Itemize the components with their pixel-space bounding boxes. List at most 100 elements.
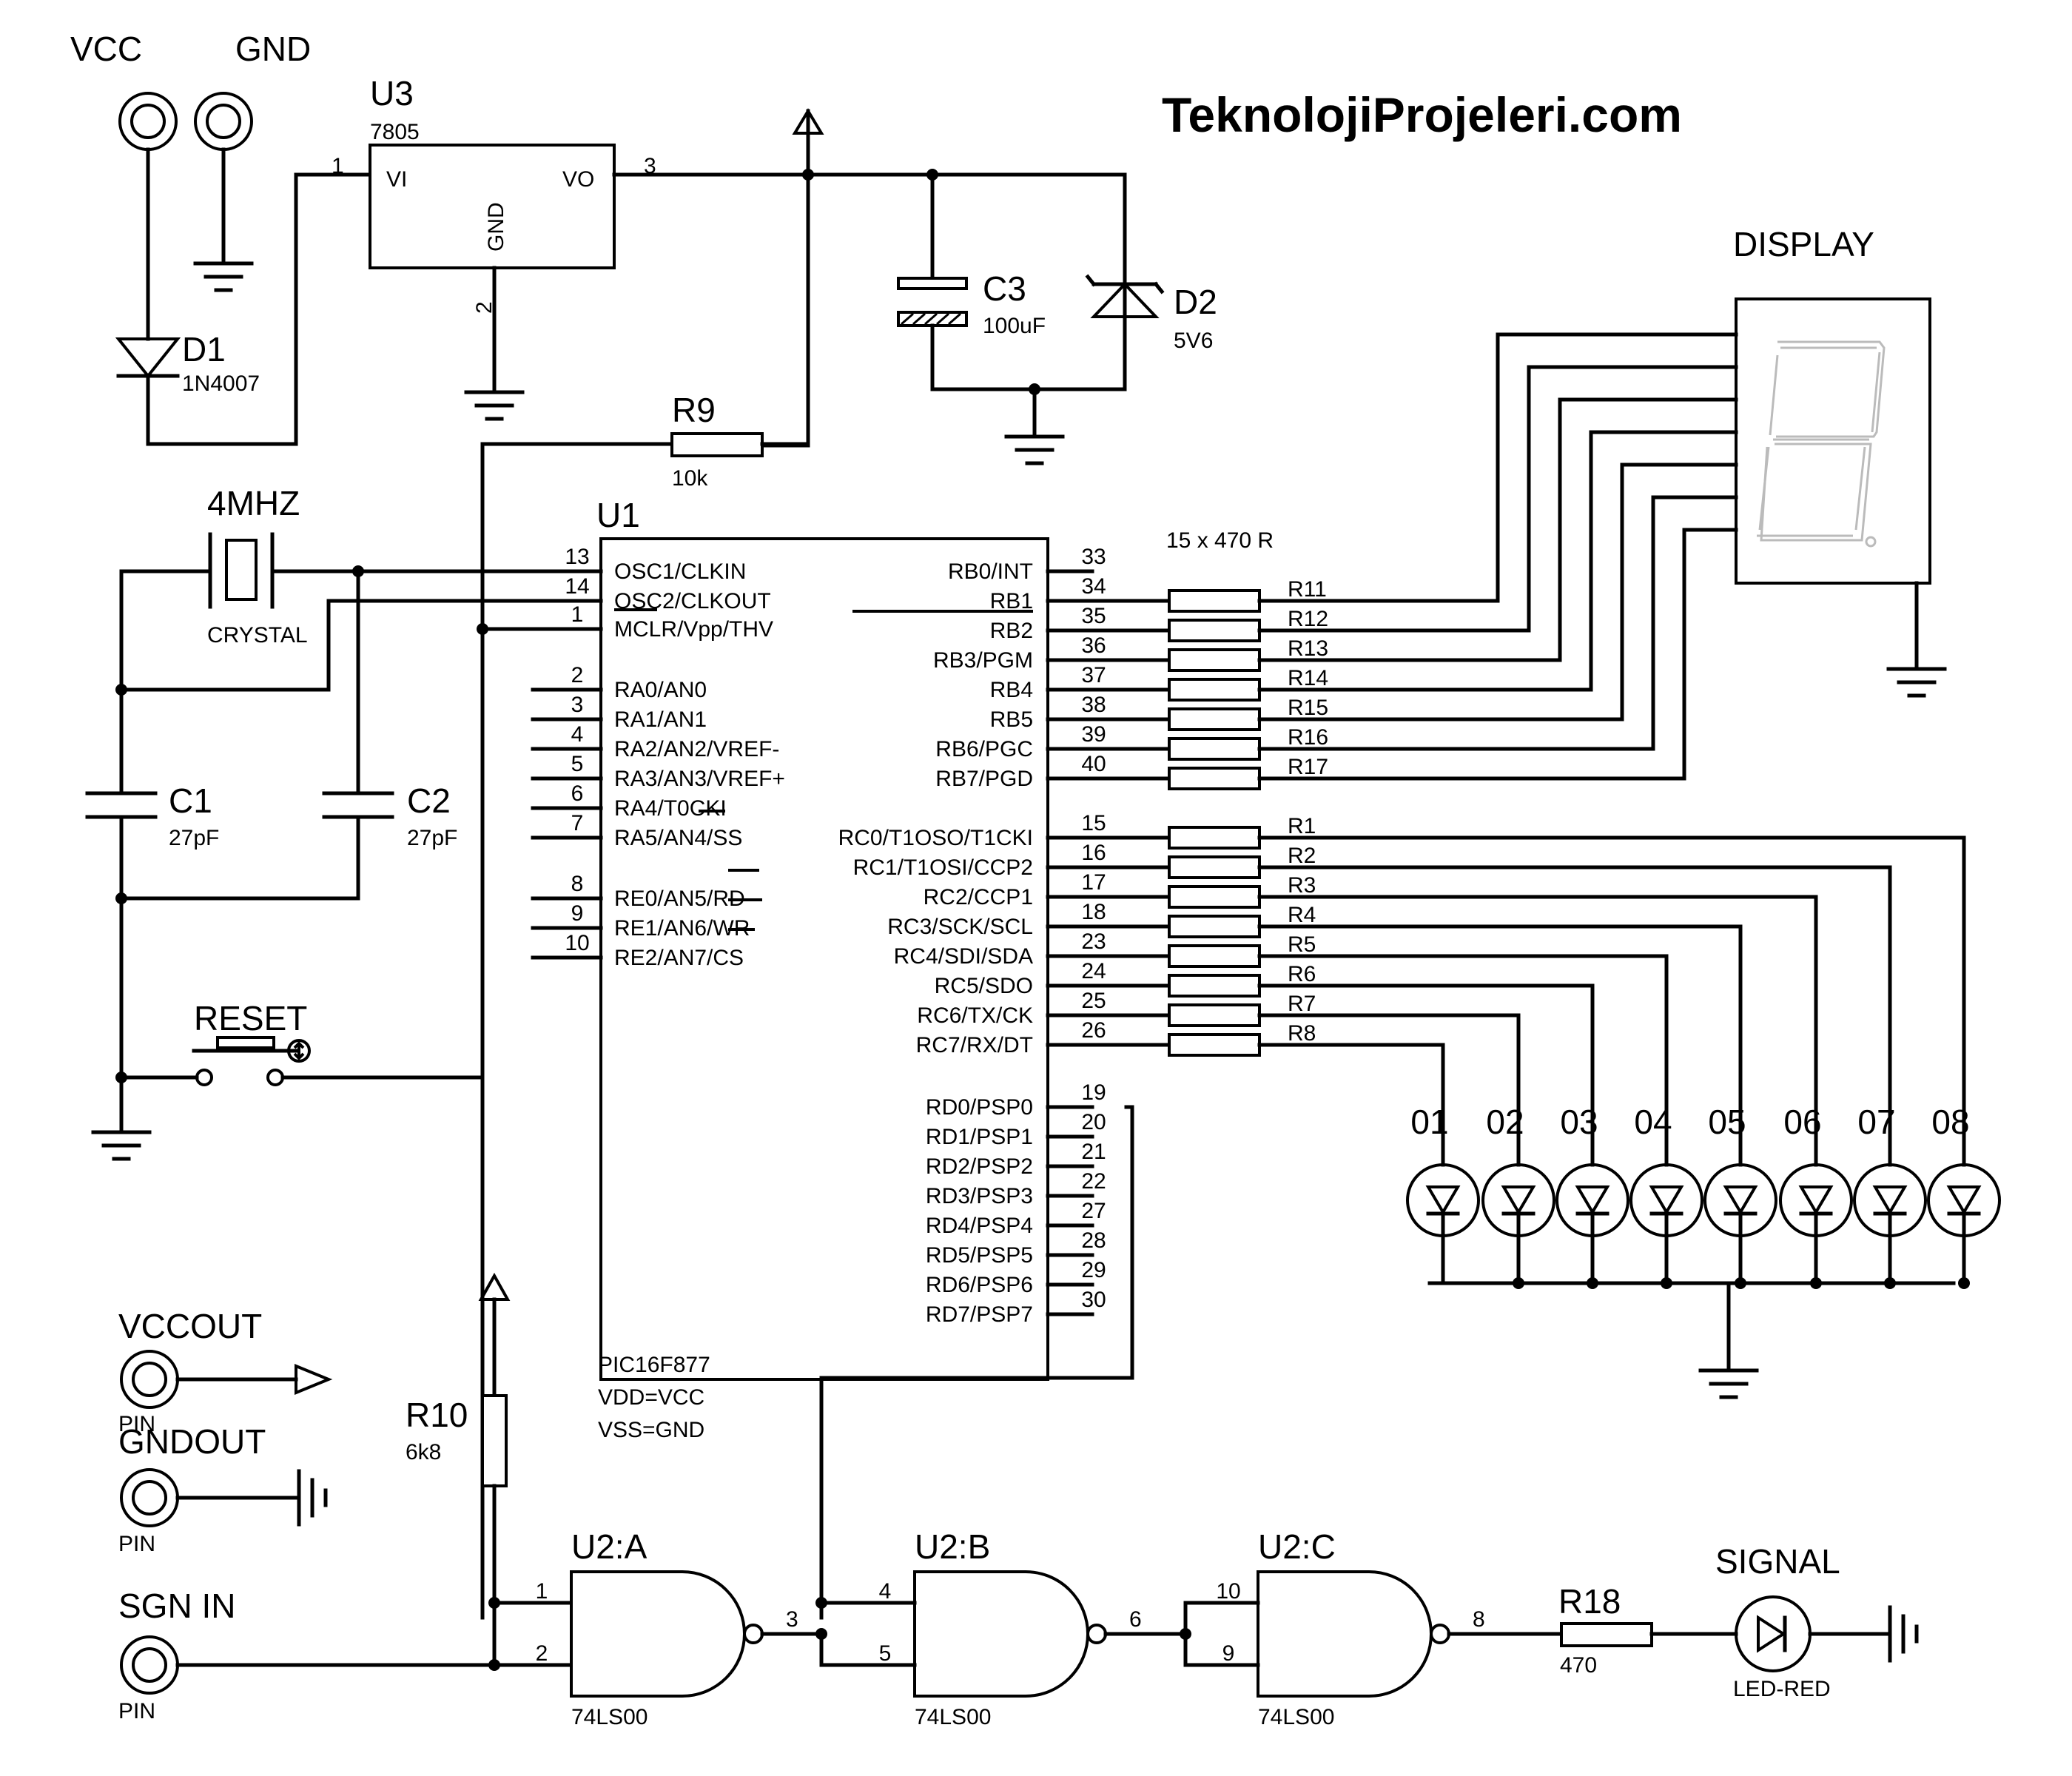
c3-ref: C3 [983,269,1026,308]
led-label: 07 [1857,1103,1895,1141]
resistor-body [1168,974,1261,998]
resistor-ref: R1 [1288,814,1316,838]
mcu-pin-name: RE1/AN6/WR [614,916,750,941]
mcu-pin-name: MCLR/Vpp/THV [614,617,773,642]
resistor-ref: R6 [1288,962,1316,986]
reset-label: RESET [194,999,307,1037]
mcu-pin-name: RC1/T1OSI/CCP2 [853,855,1033,880]
display-wires [1257,332,1738,781]
led-label: 04 [1634,1103,1672,1141]
ground-icon [464,390,525,421]
resistor-r18 [1560,1622,1738,1647]
resistor-body [1168,707,1261,731]
mcu-pin-number: 27 [1081,1199,1106,1223]
mcu-pin-number: 1 [571,602,584,627]
mcu-pin-name: RC5/SDO [935,974,1033,998]
signal-led [1735,1595,1891,1672]
resistor-body [1168,944,1261,968]
c2-value: 27pF [407,826,457,850]
resistor-body [1168,1033,1261,1057]
led-wire [1257,895,1818,1167]
resistor-ref: R14 [1288,666,1328,690]
r18-ref: R18 [1558,1582,1621,1621]
resistor-ref: R7 [1288,992,1316,1016]
led: 04 [1629,1103,1703,1289]
u3-ref: U3 [370,74,414,112]
led-wire [1257,924,1743,1167]
vccout-pin-label: PIN [118,1412,155,1436]
mcu-pin-number: 37 [1081,663,1106,687]
mcu-pin-number: 2 [571,663,584,687]
seven-segment-display [1735,297,1931,671]
gate-ref: U2:A [571,1527,648,1566]
mcu-pin-number: 14 [565,574,589,599]
led-wire [1257,1043,1445,1167]
mcu-pin-name: RB3/PGM [933,648,1033,673]
mcu-pin-name: RD1/PSP1 [926,1125,1033,1149]
mcu-pin-number: 33 [1081,545,1106,569]
mcu-pin-number: 19 [1081,1080,1106,1105]
mcu-pin-name: RC7/RX/DT [916,1033,1033,1057]
led: 02 [1481,1103,1555,1289]
mcu-pin-number: 22 [1081,1169,1106,1194]
mcu-pin-number: 34 [1081,574,1106,599]
resistor-body [1168,648,1261,672]
display-segment-wire [1257,430,1738,692]
u3-pin2: 2 [472,301,497,314]
c3-value: 100uF [983,314,1046,338]
d1-value: 1N4007 [182,371,260,396]
gate-pin-number: 1 [536,1579,548,1604]
gate-pin-number: 2 [536,1641,548,1666]
mcu-pin-number: 10 [565,931,589,955]
display-segment-wire [1257,397,1738,662]
display-label: DISPLAY [1733,225,1874,263]
gate-pin-number: 9 [1222,1641,1235,1666]
mcu-right-pins: 33RB0/INT34RB135RB236RB3/PGM37RB438RB539… [838,545,1106,1327]
resistor-ref: R13 [1288,636,1328,661]
mcu-pin-name: RA3/AN3/VREF+ [614,767,785,791]
mcu-pin-name: RA1/AN1 [614,707,707,732]
gndout-pin-label: PIN [118,1532,155,1556]
c1-ref: C1 [169,781,212,820]
mcu-pin-name: RE2/AN7/CS [614,946,744,970]
gate-part: 74LS00 [571,1705,648,1729]
mcu-pin-name: RA4/T0CKI [614,796,727,821]
d2-value: 5V6 [1174,329,1213,353]
led-label: 05 [1708,1103,1746,1141]
led-wire [1257,954,1669,1167]
gate-pin-number: 6 [1129,1607,1142,1632]
d2-ref: D2 [1174,283,1217,321]
ground-icon [1888,1605,1919,1663]
mcu-pin-number: 38 [1081,693,1106,717]
u3-vo: VO [562,167,594,192]
resistor-body [1168,678,1261,702]
r9-value: 10k [672,466,708,491]
u1-part: PIC16F877 [598,1353,710,1377]
mcu-pin-name: RD6/PSP6 [926,1273,1033,1297]
reset-button[interactable] [192,1036,311,1086]
led-label: 01 [1410,1103,1448,1141]
led: 06 [1779,1103,1853,1289]
c2-ref: C2 [407,781,451,820]
led-wire [1257,1013,1521,1167]
mcu-pin-number: 35 [1081,604,1106,628]
sgn-in-pin-label: PIN [118,1699,155,1723]
led-label: 02 [1486,1103,1524,1141]
mcu-pin-name: RC4/SDI/SDA [894,944,1033,969]
mcu-pin-name: RD0/PSP0 [926,1095,1033,1120]
resistor-body [1168,885,1261,909]
mcu-pin-number: 9 [571,901,584,926]
resistor-ref: R2 [1288,844,1316,868]
gate-part: 74LS00 [915,1705,991,1729]
regulator-u3: VI VO GND U3 7805 1 3 2 [332,74,656,421]
mcu-pin-name: RD7/PSP7 [926,1302,1033,1327]
u3-pin3: 3 [644,154,656,178]
sgn-in-label: SGN IN [118,1587,235,1625]
led-label: 03 [1560,1103,1598,1141]
u1-ref: U1 [596,496,640,534]
gndout-terminal [120,1468,179,1527]
